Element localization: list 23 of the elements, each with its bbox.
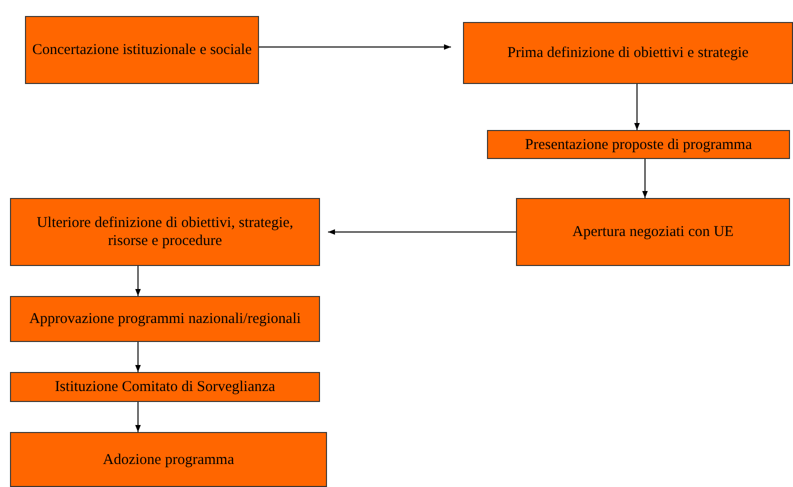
box-label: Apertura negoziati con UE bbox=[571, 223, 735, 241]
box-label: Concertazione istituzionale e sociale bbox=[31, 41, 253, 59]
process-box bbox=[25, 16, 259, 84]
arrow bbox=[328, 229, 516, 235]
process-box bbox=[463, 22, 793, 84]
process-box bbox=[10, 296, 320, 342]
process-box bbox=[487, 130, 790, 159]
process-box bbox=[10, 432, 327, 487]
arrow bbox=[258, 44, 452, 50]
box-label: Presentazione proposte di programma bbox=[524, 136, 753, 154]
process-box bbox=[10, 372, 320, 402]
arrow bbox=[135, 266, 141, 296]
box-label: Istituzione Comitato di Sorveglianza bbox=[54, 378, 276, 396]
process-box bbox=[10, 198, 320, 266]
box-label: Adozione programma bbox=[102, 450, 236, 468]
process-box bbox=[516, 198, 790, 266]
box-label: Approvazione programmi nazionali/regionali bbox=[28, 310, 302, 328]
box-label: Prima definizione di obiettivi e strategie bbox=[506, 44, 750, 62]
arrow bbox=[135, 402, 141, 432]
arrow bbox=[634, 84, 640, 130]
box-label: Ulteriore definizione di obiettivi, strategie, risorse e procedure bbox=[36, 214, 294, 250]
arrow bbox=[135, 342, 141, 372]
arrow bbox=[642, 158, 648, 198]
